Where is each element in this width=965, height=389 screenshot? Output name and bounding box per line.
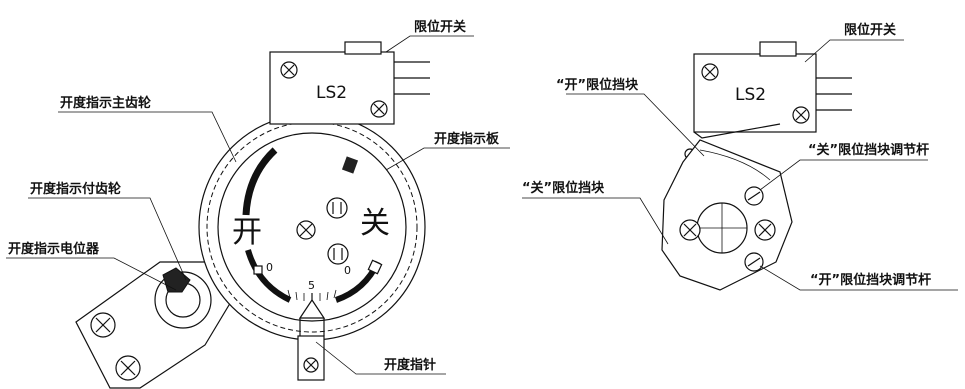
cam-screw-left xyxy=(679,219,701,241)
open-adjust-label: “开”限位挡块调节杆 xyxy=(810,272,931,288)
pointer-label: 开度指针 xyxy=(384,357,436,373)
bracket-screw-bottom xyxy=(115,355,141,381)
close-adjust-rod xyxy=(744,186,764,206)
dial-screw-lower xyxy=(327,243,349,265)
close-adjust-label: “关”限位挡块调节杆 xyxy=(808,142,929,158)
dial-open-char: 开 xyxy=(232,215,262,250)
dial-close-char: 关 xyxy=(360,206,390,241)
right-assembly: LS2 xyxy=(522,22,958,291)
leader-lines-left xyxy=(6,35,510,375)
dial-tick-0-left: 0 xyxy=(266,261,273,274)
main-gear-label: 开度指示主齿轮 xyxy=(60,95,151,111)
limit-switch-left: LS2 xyxy=(269,41,430,125)
sub-gear-label: 开度指示付齿轮 xyxy=(30,181,121,197)
limit-switch-right: LS2 xyxy=(684,41,852,160)
open-adjust-rod xyxy=(744,252,764,272)
potentiometer-knob xyxy=(162,267,191,293)
dial-tick-0-right: 0 xyxy=(344,264,351,277)
limit-switch-label-left: 限位开关 xyxy=(414,19,466,35)
center-shaft xyxy=(296,220,316,240)
leader-lines-right xyxy=(522,39,958,291)
open-block-label: “开”限位挡块 xyxy=(556,77,639,93)
cam-screw-right xyxy=(754,219,776,241)
dial-arc-bottom-left xyxy=(245,249,292,303)
bracket-screw-top xyxy=(90,312,116,338)
limit-switch-label-right: 限位开关 xyxy=(844,22,896,38)
potentiometer-label: 开度指示电位器 xyxy=(8,241,100,257)
indicator-plate-label: 开度指示板 xyxy=(434,131,500,147)
pointer xyxy=(297,298,326,381)
switch-text-right: LS2 xyxy=(735,85,766,105)
dial-arc-left xyxy=(242,147,278,216)
close-block-label: “关”限位挡块 xyxy=(522,180,605,196)
dial-mark-right xyxy=(367,259,383,275)
dial-mark-top-right xyxy=(341,156,359,174)
left-assembly: 开 关 0 5 0 xyxy=(6,19,510,389)
main-gear-dashed xyxy=(206,121,418,333)
dial-screw-upper xyxy=(326,197,348,219)
dial-tick-5: 5 xyxy=(308,279,315,292)
switch-text-left: LS2 xyxy=(316,83,347,103)
